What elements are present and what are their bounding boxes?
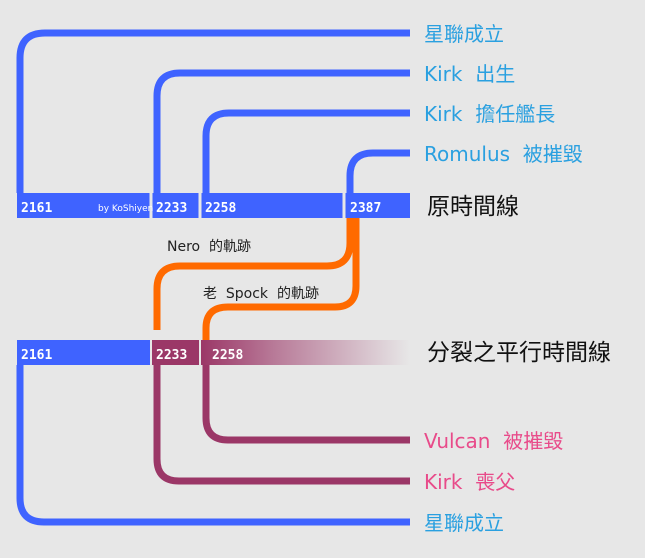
year-label: 2258 (205, 201, 236, 216)
nero-path-label: Nero 的軌跡 (167, 239, 251, 255)
event-label-kirk-captain: Kirk 擔任艦長 (424, 102, 555, 126)
nero-path (153, 218, 354, 330)
spock-path (202, 218, 360, 340)
year-label: 2161 (21, 348, 52, 363)
event-label-kirk-father: Kirk 喪父 (424, 470, 515, 494)
spock-path-label: 老 Spock 的軌跡 (203, 286, 319, 302)
alt-timeline-bar-2161 (17, 340, 150, 365)
connector-alt-2258-vulcan (202, 365, 410, 444)
year-label: 2161 (21, 201, 52, 216)
event-label-vulcan: Vulcan 被摧毀 (424, 429, 563, 453)
connector-2161-founding (16, 29, 410, 193)
original-timeline-title: 原時間線 (427, 194, 519, 220)
event-label-alt-founding: 星聯成立 (424, 511, 504, 535)
year-label: 2233 (156, 201, 187, 216)
alt-timeline-bar-2258 (201, 340, 410, 365)
connector-2387-romulus (346, 149, 410, 193)
year-label: 2387 (350, 201, 381, 216)
connector-alt-2233-kirk-father (153, 365, 410, 485)
event-label-romulus: Romulus 被摧毀 (424, 142, 583, 166)
alternate-timeline-title: 分裂之平行時間線 (427, 340, 611, 366)
year-label: 2258 (212, 348, 243, 363)
event-label-founding: 星聯成立 (424, 22, 504, 46)
alt-timeline-bar-2233 (152, 340, 199, 365)
credit-label: by KoShiyen (98, 204, 153, 214)
year-label: 2233 (156, 348, 187, 363)
connector-alt-2161-founding (16, 365, 410, 526)
event-label-kirk-born: Kirk 出生 (424, 62, 515, 86)
connector-2258-kirk-captain (202, 109, 410, 193)
connector-2233-kirk-born (153, 69, 410, 193)
